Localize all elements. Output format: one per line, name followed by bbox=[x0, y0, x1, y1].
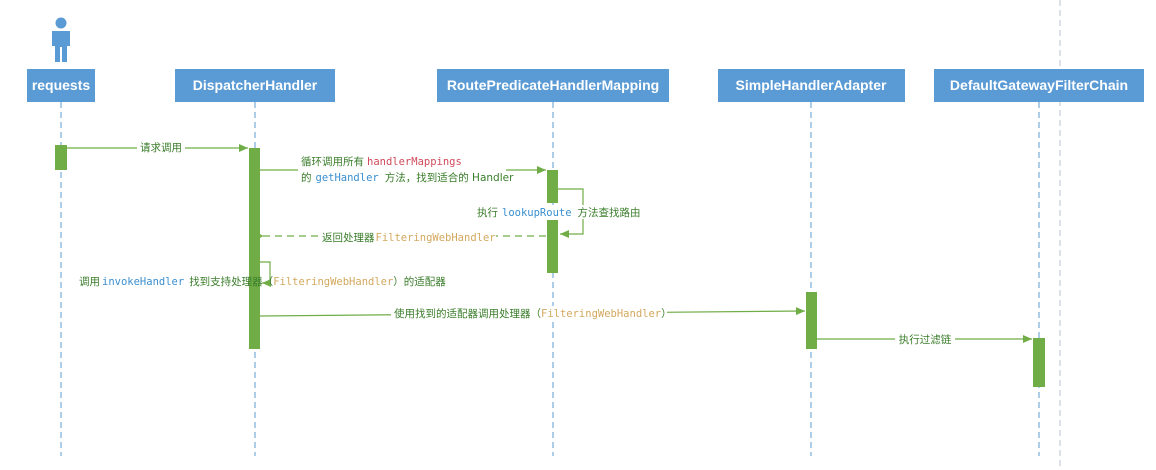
message-lookup-route-label: 执行 lookupRoute 方法查找路由 bbox=[477, 206, 641, 219]
message-get-handler-code-2: getHandler bbox=[316, 172, 379, 184]
activation-adapter bbox=[806, 292, 817, 349]
message-return-handler-text: 返回处理器 bbox=[322, 232, 375, 244]
message-lookup-route-text-1: 执行 bbox=[477, 206, 498, 219]
message-request-call: 请求调用 bbox=[67, 141, 248, 155]
message-invoke-handler-text-3: ）的适配器 bbox=[393, 275, 446, 288]
activation-mapping-2 bbox=[547, 220, 558, 273]
message-return-handler-code: FilteringWebHandler bbox=[376, 232, 496, 244]
participant-requests[interactable]: requests bbox=[27, 69, 95, 102]
activations bbox=[55, 145, 1045, 387]
activation-dispatcher bbox=[249, 148, 260, 349]
message-return-handler: 返回处理器FilteringWebHandler bbox=[262, 230, 546, 244]
actor-icon bbox=[52, 17, 70, 62]
participant-chain[interactable]: DefaultGatewayFilterChain bbox=[934, 69, 1144, 102]
participant-dispatcher-label: DispatcherHandler bbox=[193, 77, 318, 93]
participant-adapter[interactable]: SimpleHandlerAdapter bbox=[718, 69, 905, 102]
message-return-handler-label: 返回处理器FilteringWebHandler bbox=[322, 232, 496, 244]
message-use-adapter-label: 使用找到的适配器调用处理器（FilteringWebHandler） bbox=[394, 307, 672, 320]
message-invoke-handler-arrow bbox=[260, 261, 271, 287]
message-get-handler-text-2: 的 bbox=[301, 171, 312, 184]
lifelines bbox=[60, 102, 1040, 456]
participant-dispatcher[interactable]: DispatcherHandler bbox=[175, 69, 335, 102]
activation-chain bbox=[1033, 338, 1045, 387]
message-use-adapter: 使用找到的适配器调用处理器（FilteringWebHandler） bbox=[259, 306, 806, 320]
message-request-call-label: 请求调用 bbox=[140, 141, 182, 154]
message-execute-chain-label: 执行过滤链 bbox=[899, 333, 952, 346]
message-get-handler-text-3: 方法，找到适合的 Handler bbox=[385, 171, 514, 184]
activation-mapping-1 bbox=[547, 170, 558, 203]
message-get-handler-line2: 的 getHandler 方法，找到适合的 Handler bbox=[301, 171, 514, 184]
message-use-adapter-code: FilteringWebHandler bbox=[541, 308, 661, 320]
message-execute-chain: 执行过滤链 bbox=[817, 332, 1032, 346]
message-invoke-handler-code-1: invokeHandler bbox=[102, 276, 184, 288]
participant-chain-label: DefaultGatewayFilterChain bbox=[950, 77, 1128, 93]
message-get-handler-code-1: handlerMappings bbox=[367, 156, 462, 168]
participant-adapter-label: SimpleHandlerAdapter bbox=[736, 77, 887, 93]
participant-mapping-label: RoutePredicateHandlerMapping bbox=[447, 77, 659, 93]
message-invoke-handler-text-1: 调用 bbox=[79, 276, 100, 288]
activation-requests bbox=[55, 145, 67, 170]
message-lookup-route-code: lookupRoute bbox=[502, 207, 572, 219]
message-use-adapter-text-2: ） bbox=[661, 308, 672, 320]
message-get-handler-text-1: 循环调用所有 bbox=[301, 155, 364, 168]
participant-requests-label: requests bbox=[32, 77, 91, 93]
participant-mapping[interactable]: RoutePredicateHandlerMapping bbox=[437, 69, 669, 102]
message-lookup-route: 执行 lookupRoute 方法查找路由 bbox=[475, 188, 641, 238]
message-use-adapter-text-1: 使用找到的适配器调用处理器（ bbox=[394, 307, 541, 320]
message-lookup-route-text-2: 方法查找路由 bbox=[578, 206, 641, 219]
message-invoke-handler-text-2: 找到支持处理器（ bbox=[189, 275, 273, 288]
message-invoke-handler-code-2: FilteringWebHandler bbox=[273, 276, 393, 288]
